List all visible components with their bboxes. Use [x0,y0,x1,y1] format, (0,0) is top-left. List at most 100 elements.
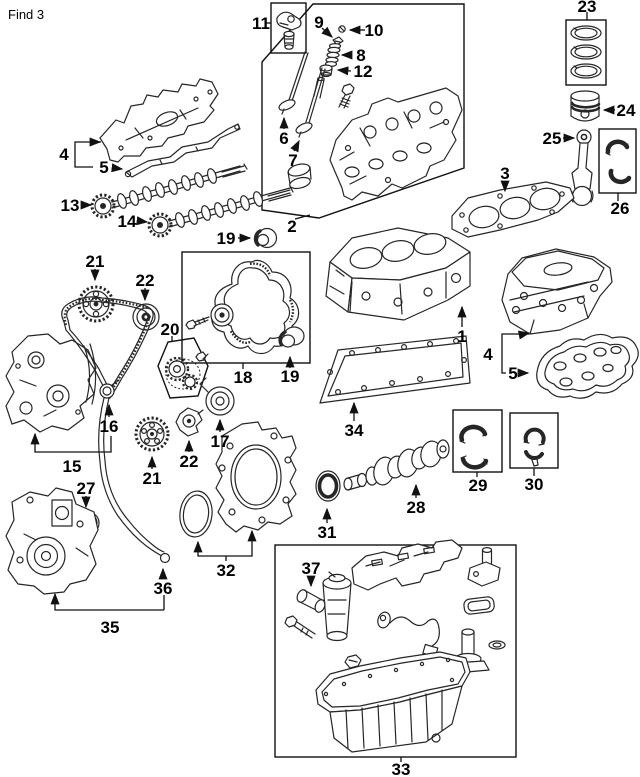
callout-4-right: 4 [483,345,493,364]
part-camshaft-intake [90,163,248,219]
part-thrust-bearings [523,427,546,467]
part-crank-seal [315,470,341,502]
callout-29: 29 [469,476,488,495]
callout-11: 11 [252,14,270,33]
callout-14: 14 [118,212,137,231]
callout-9: 9 [314,13,323,32]
callout-28: 28 [407,498,426,517]
callout-22-top: 22 [136,271,155,290]
callout-16: 16 [100,417,119,436]
part-rear-cover-plate [215,421,297,533]
callout-4-left: 4 [59,145,69,164]
callout-3: 3 [500,164,509,183]
callout-30: 30 [525,475,544,494]
callout-12: 12 [354,62,373,81]
callout-22-bottom: 22 [180,452,199,471]
group-boxes [157,2,637,758]
part-oil-pan [315,651,471,753]
part-bearing-mid [278,326,305,348]
part-valve-cover-gasket-left [124,123,241,178]
part-mount-stud [467,546,501,587]
callout-34: 34 [345,421,364,440]
callout-7: 7 [288,151,297,170]
group-box-11 [270,2,307,54]
callout-31: 31 [318,523,337,542]
part-rear-seal-ring [179,490,213,538]
part-main-bearings [459,424,489,470]
part-exhaust-valve [295,67,326,138]
leader-lines [30,12,619,762]
part-oil-funnel-tube [322,571,352,642]
callout-20: 20 [161,320,180,339]
group-box-2 [261,3,465,219]
callout-15: 15 [63,457,82,476]
group-box-33 [274,544,517,758]
part-windage-tray [351,539,463,591]
part-square-gasket [463,596,495,615]
group-box-18 [181,251,311,364]
part-water-pump [175,407,204,437]
part-connecting-rod [570,129,594,207]
part-intake-valve [278,51,309,115]
callout-23: 23 [578,0,597,16]
part-crank-gear-bottom [134,416,170,452]
callout-1: 1 [457,327,466,346]
part-front-cover-gasket-strand [98,379,171,564]
callout-6: 6 [279,129,288,148]
part-valve-small-keeper [338,25,346,33]
part-timing-belt-kit [185,259,300,355]
part-camshaft-exhaust [147,185,294,238]
callout-24: 24 [617,101,636,120]
part-head-gasket [451,181,575,238]
callout-10: 10 [365,21,384,40]
callout-26: 26 [611,199,630,218]
part-oil-pan-gasket [319,335,471,404]
callout-32: 32 [217,561,236,580]
group-box-23 [565,19,607,86]
part-camshaft-bearing-top [253,227,278,249]
part-cam-gear-top [77,285,115,323]
part-crankshaft [343,439,450,491]
callout-17: 17 [211,432,230,451]
part-cylinder-head-left [329,87,463,201]
callout-33: 33 [392,760,411,777]
callout-5-right: 5 [508,364,517,383]
part-valve-tappet [287,163,312,190]
part-valve-spring [324,42,342,67]
part-pan-bolt [284,615,316,639]
find-label: Find 3 [8,7,44,22]
callout-25: 25 [543,129,562,148]
callout-18: 18 [234,368,253,387]
part-cylinder-head-right [501,248,613,335]
callout-35: 35 [101,618,120,637]
part-oil-pump [5,487,99,595]
callout-8: 8 [356,46,365,65]
callout-2: 2 [287,217,296,236]
part-front-cover-assembly [5,333,97,433]
callout-36: 36 [154,579,173,598]
callout-37: 37 [302,559,321,578]
callout-27: 27 [77,479,96,498]
part-tensioner-pulley [199,377,235,416]
part-piston-rings [570,25,602,79]
part-piston [570,90,601,122]
part-head-bolt [338,83,355,109]
callout-5-left: 5 [99,158,108,177]
callout-19-top: 19 [217,229,236,248]
part-oil-level-sensor [377,611,440,658]
part-engine-block [325,227,471,321]
part-sealing-washer [488,640,506,650]
callout-13: 13 [61,196,80,215]
part-valve-lifter [283,30,295,50]
callout-21-top: 21 [86,252,105,271]
part-oil-inlet-tube [296,589,326,613]
callout-19-mid: 19 [281,367,300,386]
labels: Find 3 11 9 10 8 12 23 24 25 26 3 4 5 13… [8,0,636,777]
callout-21-bottom: 21 [143,469,162,488]
part-chain-sprocket-set [164,351,209,391]
part-valve-cover-left [99,78,219,163]
group-box-20 [157,337,209,399]
part-rocker-arm [276,11,302,31]
